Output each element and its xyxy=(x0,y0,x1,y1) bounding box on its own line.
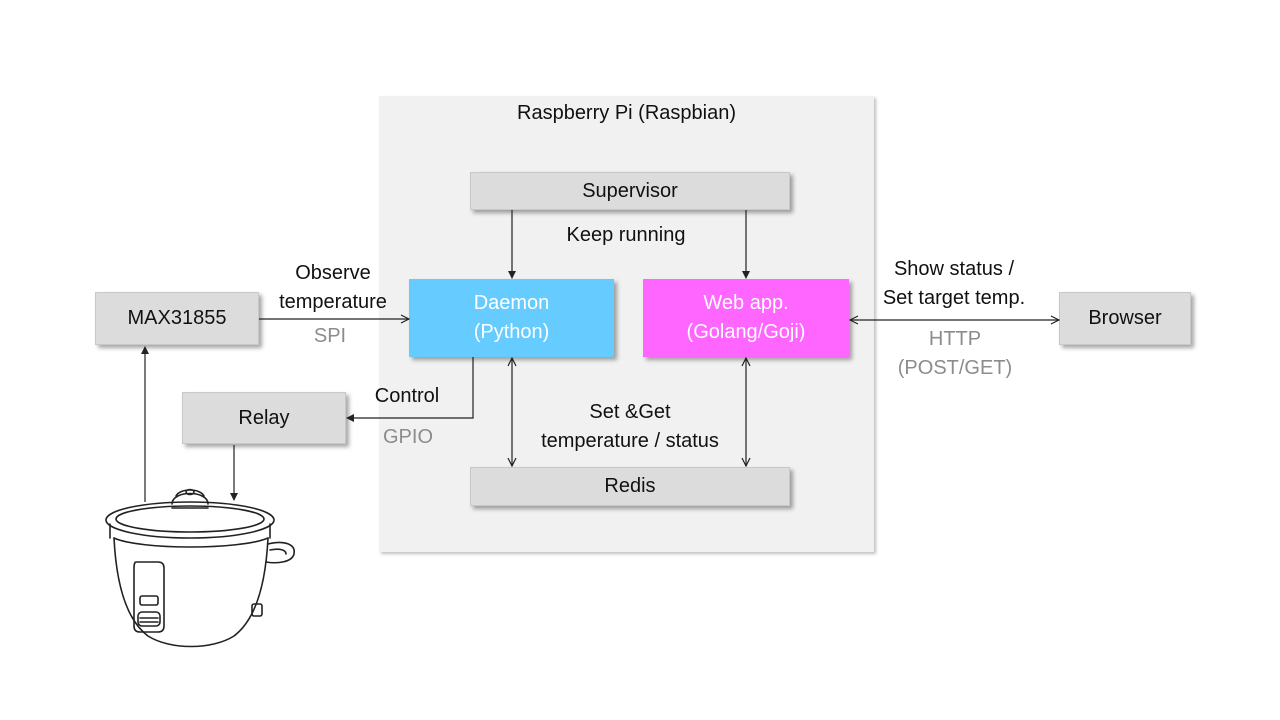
show-status-label-line1: Show status / xyxy=(893,258,1015,280)
daemon-node: Daemon (Python) xyxy=(409,279,614,357)
webapp-node: Web app. (Golang/Goji) xyxy=(643,279,849,357)
http-label-line2: (POST/GET) xyxy=(897,357,1013,379)
browser-node: Browser xyxy=(1059,292,1191,345)
container-title: Raspberry Pi (Raspbian) xyxy=(517,102,736,124)
browser-label: Browser xyxy=(1088,307,1162,329)
max31855-node: MAX31855 xyxy=(95,292,259,345)
keep-running-label: Keep running xyxy=(566,224,686,246)
relay-label: Relay xyxy=(238,406,290,429)
supervisor-label: Supervisor xyxy=(582,179,678,202)
observe-label-line2: temperature xyxy=(279,291,387,313)
supervisor-node: Supervisor xyxy=(470,172,790,210)
webapp-label-line2: (Golang/Goji) xyxy=(686,321,806,343)
rice-cooker-icon xyxy=(105,488,295,648)
relay-node: Relay xyxy=(182,392,346,444)
max31855-label: MAX31855 xyxy=(127,307,227,329)
daemon-label-line1: Daemon xyxy=(473,292,550,314)
http-label-line1: HTTP xyxy=(928,328,982,350)
webapp-label-line1: Web app. xyxy=(703,292,789,314)
spi-label: SPI xyxy=(313,325,347,347)
daemon-to-relay-arrow xyxy=(346,357,474,422)
redis-label: Redis xyxy=(604,475,656,497)
setget-label-line2: temperature / status xyxy=(541,430,719,452)
control-label: Control xyxy=(374,385,440,407)
setget-label-line1: Set &Get xyxy=(589,401,671,423)
observe-label-line1: Observe xyxy=(295,262,371,284)
daemon-label-line2: (Python) xyxy=(473,321,550,343)
show-status-label-line2: Set target temp. xyxy=(882,287,1026,309)
redis-node: Redis xyxy=(470,467,790,506)
gpio-label: GPIO xyxy=(382,426,433,448)
